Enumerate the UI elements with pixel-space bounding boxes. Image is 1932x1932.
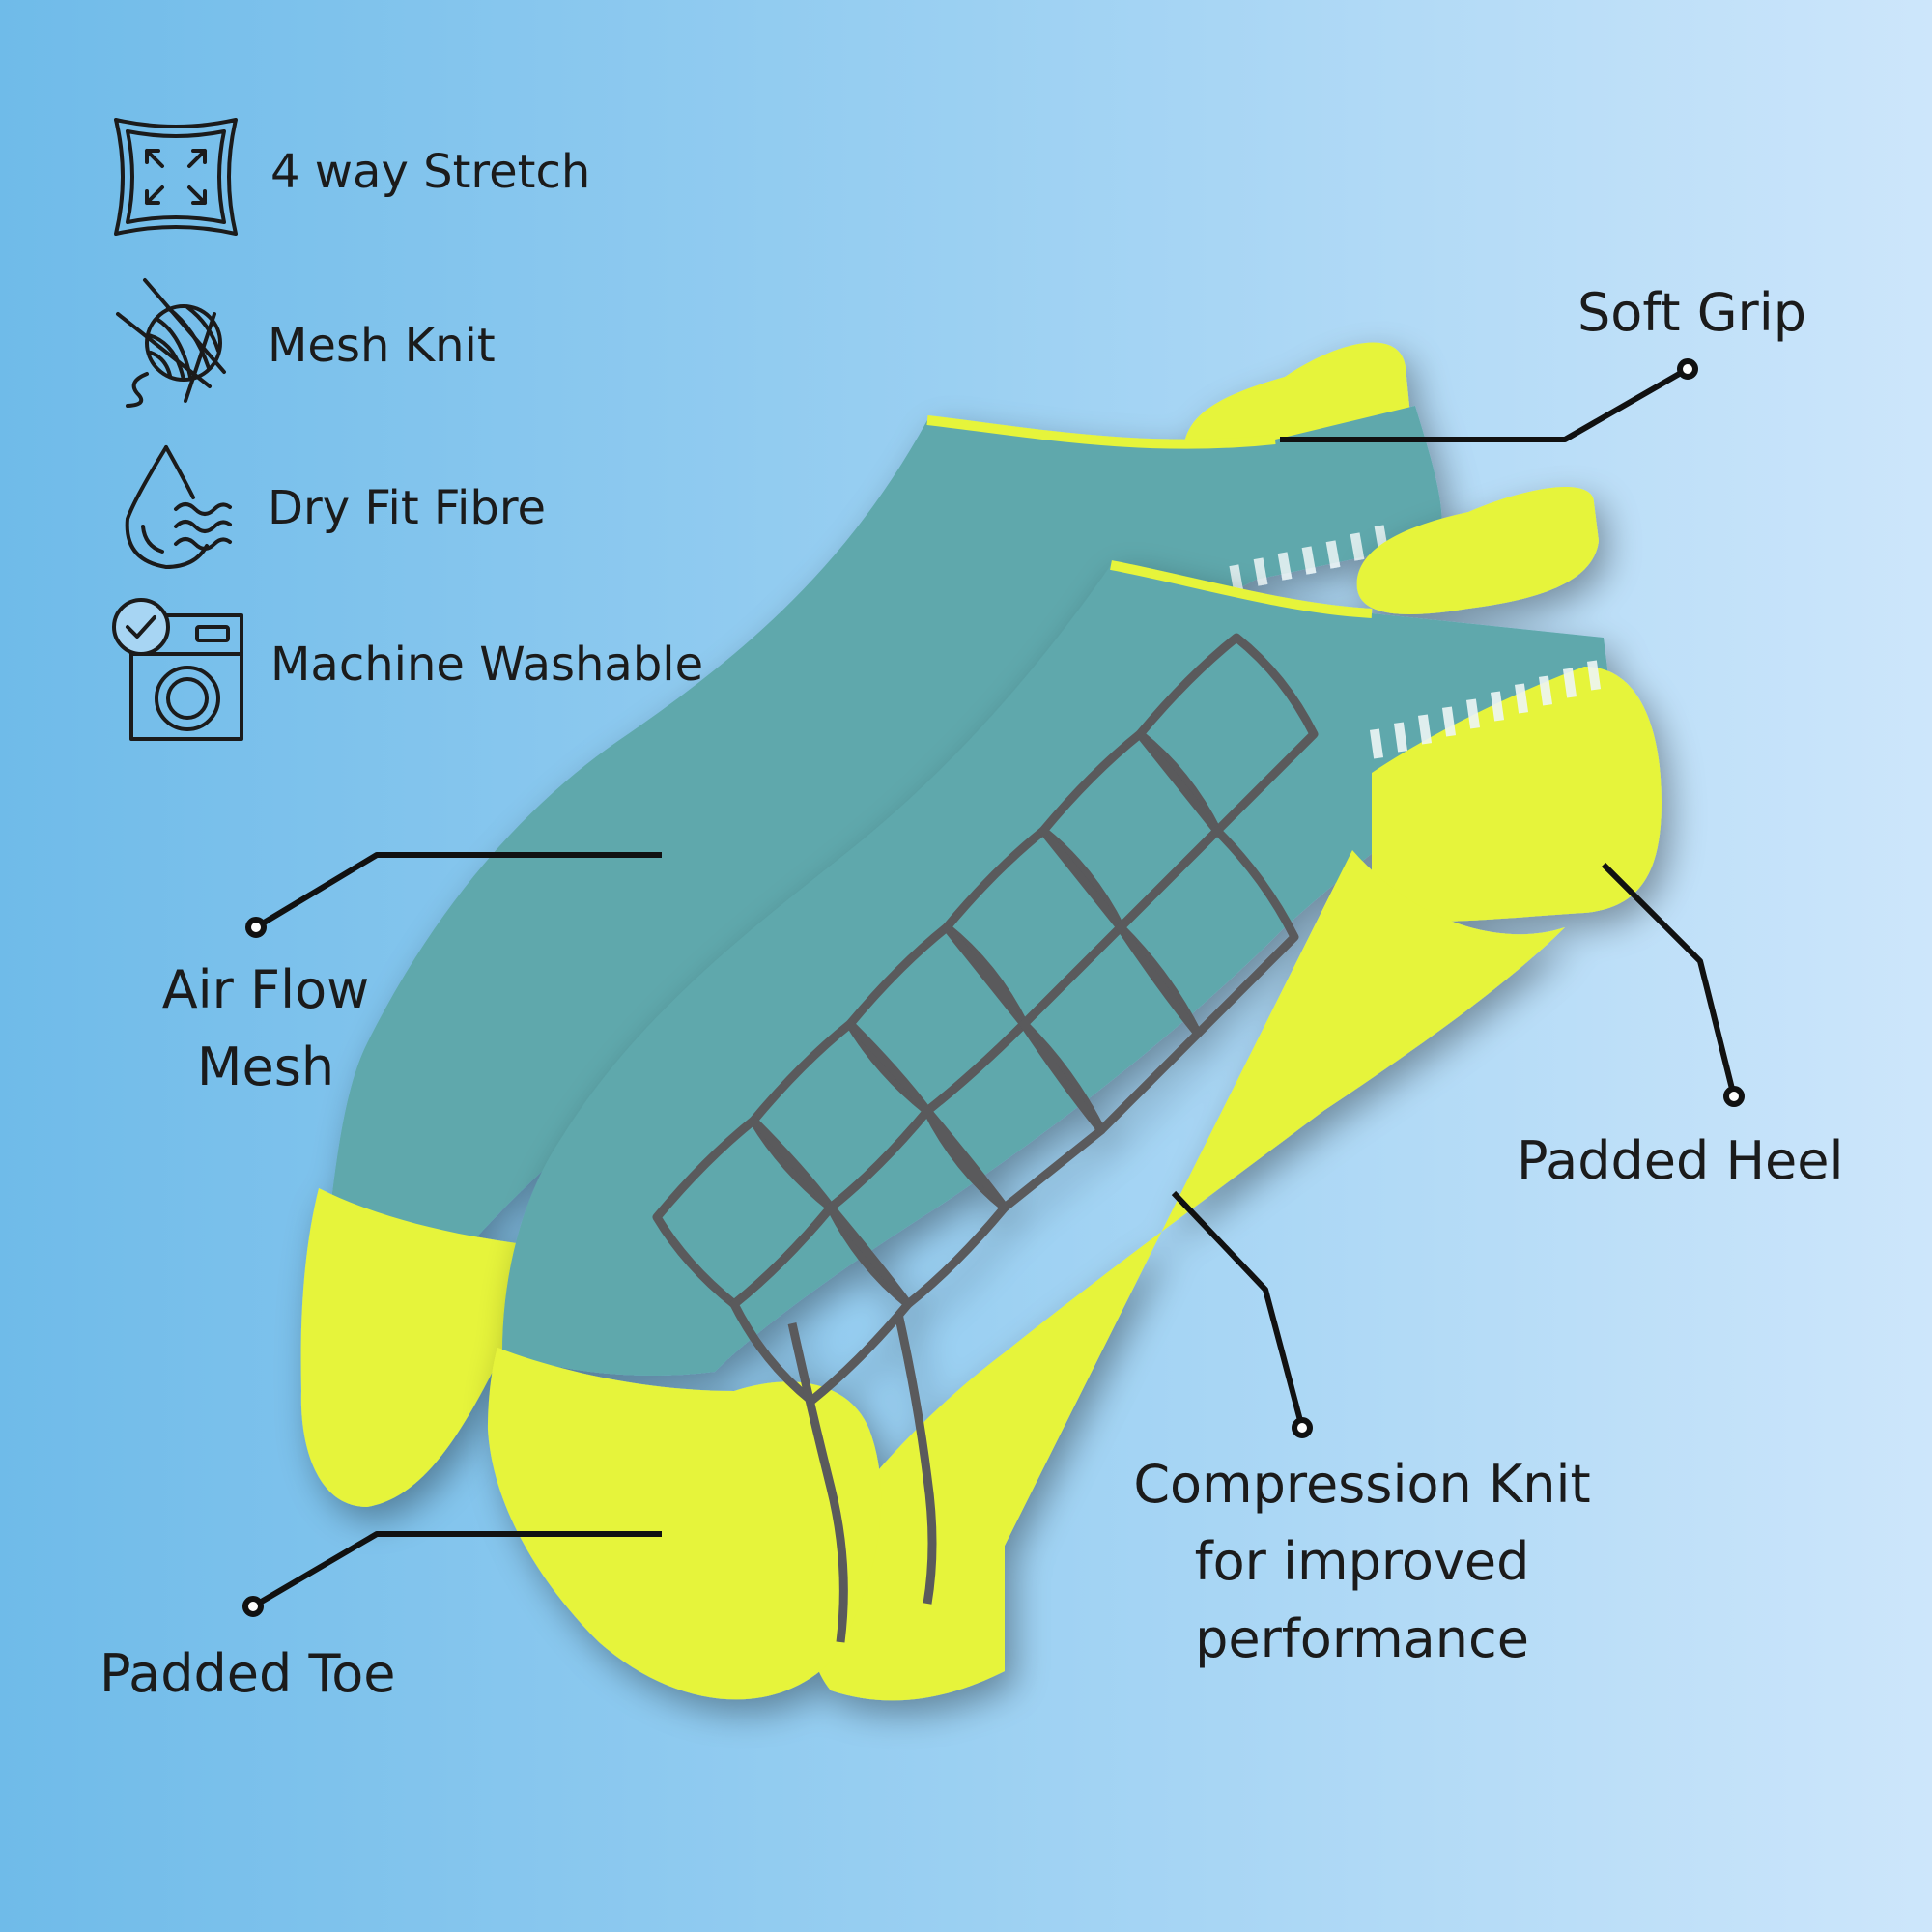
air-flow-label-line2: Mesh [196, 1037, 335, 1097]
compression-callout-line [1171, 1190, 1305, 1429]
air-flow-callout-line [254, 852, 662, 930]
compression-label-line3: performance [1195, 1608, 1529, 1669]
feature-label-mesh-knit: Mesh Knit [268, 319, 496, 373]
padded-heel-callout-line [1601, 862, 1737, 1097]
soft-grip-callout-dot [1677, 358, 1698, 380]
compression-callout-dot [1292, 1417, 1313, 1438]
feature-label-stretch: 4 way Stretch [270, 145, 591, 199]
compression-label-line2: for improved [1194, 1531, 1530, 1592]
soft-grip-callout-line [1280, 366, 1690, 442]
washing-machine-icon [112, 598, 243, 741]
air-flow-label-line1: Air Flow [161, 959, 370, 1020]
water-drop-icon [125, 445, 232, 569]
yarn-ball-icon [116, 278, 226, 408]
feature-label-machine-washable: Machine Washable [270, 638, 704, 692]
feature-label-dry-fit: Dry Fit Fibre [268, 481, 547, 535]
air-flow-mesh-label: Air Flow Mesh [135, 952, 396, 1106]
padded-toe-callout-dot [242, 1596, 264, 1617]
compression-knit-label: Compression Knit for improved performanc… [1101, 1446, 1623, 1678]
soft-grip-label: Soft Grip [1577, 282, 1807, 343]
air-flow-callout-dot [245, 917, 267, 938]
compression-label-line1: Compression Knit [1133, 1454, 1591, 1515]
four-way-stretch-icon [114, 118, 238, 236]
front-sock [488, 486, 1662, 1701]
padded-toe-label: Padded Toe [99, 1643, 396, 1704]
padded-toe-callout-line [251, 1531, 662, 1609]
padded-heel-callout-dot [1723, 1086, 1745, 1107]
padded-heel-label: Padded Heel [1517, 1130, 1844, 1191]
